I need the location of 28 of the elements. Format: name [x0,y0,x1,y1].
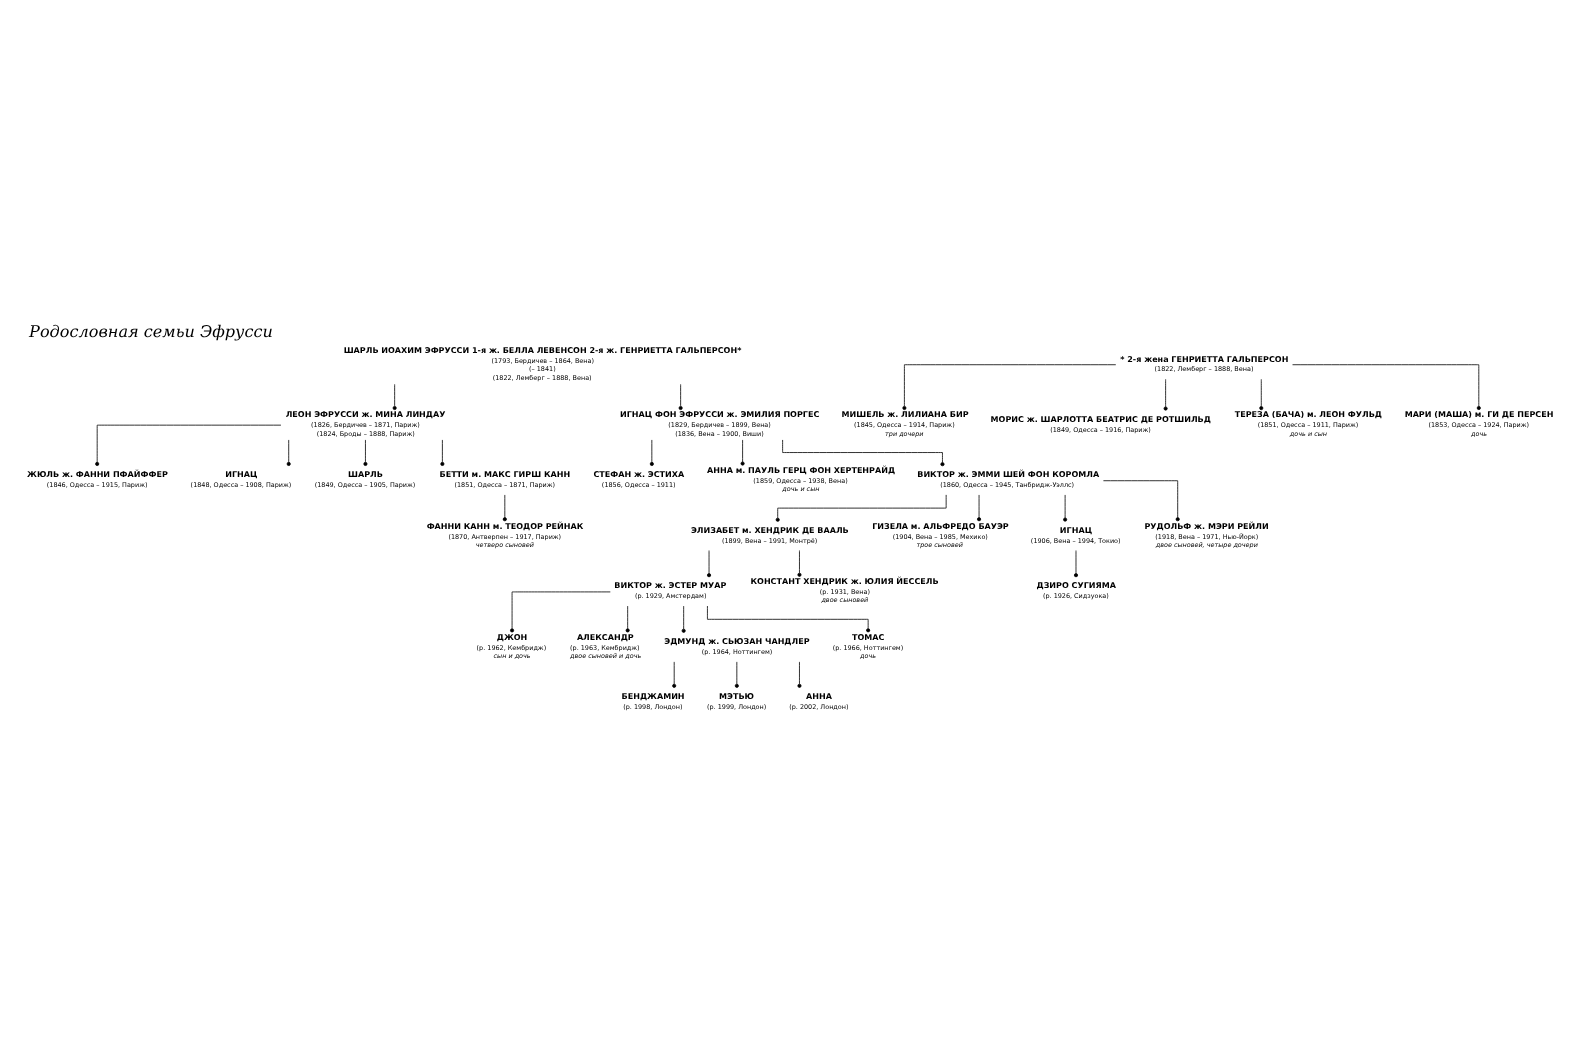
connector [1259,378,1264,411]
connector [678,383,683,410]
connector [707,605,871,633]
connector [782,439,945,467]
connector [797,661,802,688]
connector [797,550,802,577]
connector [625,605,630,633]
connector [672,661,677,688]
connector [1292,364,1481,410]
connector [510,591,611,633]
connector [681,605,686,633]
connector [392,383,397,410]
connector [502,494,507,522]
connector [740,439,745,466]
connector [649,439,654,466]
connector [1103,480,1180,522]
connector [775,494,947,522]
connector [902,364,1117,410]
connector [363,439,368,466]
connector [1073,550,1078,578]
connector [1163,378,1168,411]
connector [707,550,712,578]
connector [1063,494,1068,522]
connector [440,439,445,466]
connector [286,439,291,466]
connector [95,424,282,466]
connector [977,494,982,522]
connector [734,661,739,688]
